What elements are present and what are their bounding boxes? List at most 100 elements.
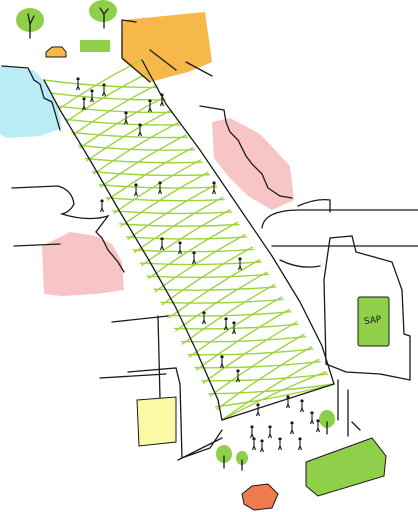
pedestrian-icon bbox=[159, 93, 165, 107]
left-lower-building bbox=[127, 367, 223, 461]
pedestrian-icon bbox=[299, 399, 305, 413]
walkway-strand bbox=[106, 146, 195, 201]
walkway-strand bbox=[195, 308, 291, 371]
walkway-strand bbox=[146, 273, 270, 279]
pedestrian-icon bbox=[89, 89, 95, 103]
walkway-strand bbox=[139, 261, 262, 266]
right-steps bbox=[337, 379, 361, 437]
walkway-strand bbox=[43, 79, 159, 89]
walkway-strand bbox=[92, 121, 180, 175]
pedestrian-icon bbox=[267, 425, 273, 439]
pedestrian-icon bbox=[235, 369, 241, 383]
walkway-strand bbox=[65, 71, 150, 123]
tree-bottom-mid-icon bbox=[236, 451, 248, 471]
walkway-strand bbox=[71, 131, 188, 139]
left-street-line bbox=[13, 243, 169, 399]
walkway-strand bbox=[153, 286, 277, 291]
right-curve-lines bbox=[261, 198, 418, 268]
pedestrian-icon bbox=[219, 355, 225, 369]
walkway-strand bbox=[181, 283, 276, 345]
walkway-strand bbox=[209, 333, 305, 398]
walkway-strand bbox=[86, 109, 172, 162]
green-rect-top bbox=[80, 40, 110, 52]
walkway-strand bbox=[202, 321, 298, 384]
walkway-strand bbox=[215, 383, 335, 408]
left-buildings-outline bbox=[11, 185, 125, 273]
walkway-strand bbox=[79, 96, 165, 149]
walkway-strand bbox=[140, 208, 231, 267]
walkway-strand bbox=[105, 196, 225, 202]
walkway-strand bbox=[174, 323, 299, 330]
walkway-mesh bbox=[43, 59, 335, 421]
pedestrian-icon bbox=[147, 99, 153, 113]
orange-building-outline bbox=[121, 19, 213, 83]
walkway-strand bbox=[99, 134, 187, 188]
pedestrian-icon bbox=[309, 411, 315, 425]
pedestrian-icon bbox=[285, 395, 291, 409]
pedestrian-icon bbox=[81, 97, 87, 111]
pedestrian-icon bbox=[249, 425, 255, 439]
tree-top-mid-icon bbox=[89, 0, 117, 29]
pink-building-fill-left bbox=[42, 232, 124, 296]
pedestrian-icon bbox=[223, 317, 229, 331]
sign-label: SAP bbox=[363, 315, 382, 327]
walkway-strand bbox=[98, 183, 218, 189]
pedestrian-icon bbox=[177, 241, 183, 255]
walkway-strand bbox=[167, 311, 292, 317]
pedestrian-icon bbox=[137, 123, 143, 137]
pedestrian-icon bbox=[123, 111, 129, 125]
walkway-strand bbox=[216, 346, 313, 411]
sign-board bbox=[357, 296, 390, 347]
pedestrian-icon bbox=[251, 437, 257, 451]
walkway-strand bbox=[187, 348, 314, 356]
pedestrian-icon bbox=[277, 437, 283, 451]
pedestrian-icon bbox=[159, 237, 165, 251]
parked-car bbox=[45, 46, 67, 58]
walkway-strand bbox=[78, 144, 196, 151]
pink-building-fill-right bbox=[212, 118, 294, 210]
walkway-strand bbox=[168, 258, 261, 319]
tree-bottom-left-icon bbox=[216, 445, 232, 469]
pedestrian-icon bbox=[315, 419, 321, 433]
walkway-strand bbox=[147, 221, 239, 280]
walkway-strand bbox=[58, 59, 143, 110]
pedestrian-icon bbox=[237, 257, 243, 271]
pedestrian-icon bbox=[101, 83, 107, 97]
ink-linework bbox=[1, 19, 418, 461]
blue-building-outline bbox=[1, 65, 61, 131]
pedestrians bbox=[75, 77, 321, 453]
tree-top-left-icon bbox=[16, 8, 44, 39]
walkway-strand bbox=[91, 170, 210, 177]
walkway-strand bbox=[221, 370, 327, 421]
pedestrian-icon bbox=[211, 181, 217, 195]
walkway-strand bbox=[126, 236, 247, 240]
walkway-strand bbox=[188, 296, 283, 358]
walkway-strand bbox=[85, 157, 203, 164]
walkway-strand bbox=[113, 159, 202, 214]
pedestrian-icon bbox=[289, 421, 295, 435]
yellow-panel bbox=[136, 396, 177, 447]
right-building-block bbox=[323, 235, 411, 381]
pedestrian-icon bbox=[191, 251, 197, 265]
walkway-strand bbox=[161, 246, 254, 306]
walkway-strand bbox=[201, 373, 329, 382]
walkway-end bbox=[221, 383, 335, 421]
pedestrian-icon bbox=[231, 321, 237, 335]
walkway-strand bbox=[64, 118, 181, 126]
walkway-strand bbox=[194, 360, 321, 369]
walkway-strand bbox=[57, 105, 174, 114]
walkway-strand bbox=[132, 248, 255, 253]
green-bus bbox=[305, 437, 387, 497]
walkway-strand bbox=[221, 358, 320, 421]
walkway-strand bbox=[72, 84, 158, 136]
pedestrian-icon bbox=[75, 77, 81, 91]
pedestrian-icon bbox=[259, 439, 265, 453]
walkway-right-edge bbox=[141, 59, 335, 385]
walkway-strand bbox=[112, 210, 233, 215]
walkway-strand bbox=[208, 383, 335, 395]
red-object bbox=[241, 483, 279, 511]
walkway-strand bbox=[160, 298, 284, 304]
pedestrian-icon bbox=[99, 199, 105, 213]
walkway-strand bbox=[127, 183, 217, 241]
